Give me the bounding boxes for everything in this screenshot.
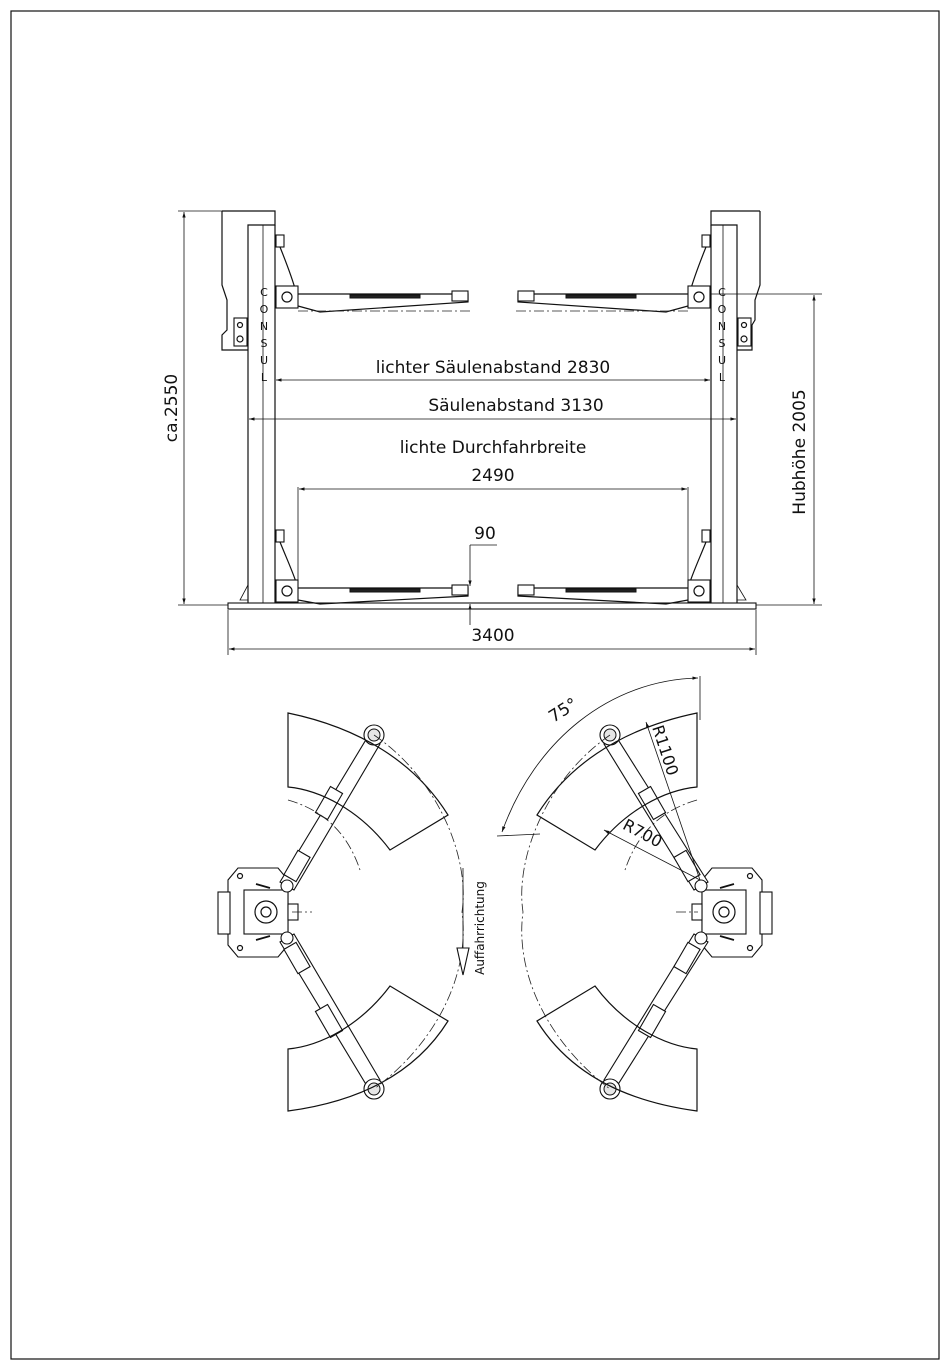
- brand-letter: C: [718, 286, 726, 299]
- brand-letter: L: [261, 371, 268, 384]
- brand-letter: L: [719, 371, 726, 384]
- dimension-label: 90: [474, 524, 496, 544]
- left-arm-lower: [280, 932, 384, 1099]
- page-frame: [11, 11, 939, 1359]
- base-plate: [228, 603, 756, 609]
- dimension-arm-offset: 90: [470, 524, 497, 625]
- swing-arc-right: [522, 735, 610, 1089]
- brand-letter: O: [718, 303, 727, 316]
- brand-letter: C: [260, 286, 268, 299]
- dimension-label: Säulenabstand 3130: [428, 396, 603, 416]
- dimension-column-distance: Säulenabstand 3130: [249, 396, 736, 419]
- brand-letter: S: [719, 337, 726, 350]
- dimension-label: Hubhöhe 2005: [790, 389, 810, 514]
- dimension-label: ca.2550: [162, 374, 182, 442]
- angle-label: 75°: [545, 694, 581, 727]
- dimension-label: lichter Säulenabstand 2830: [376, 358, 610, 378]
- dimension-total-height: ca.2550: [162, 211, 228, 605]
- arm-lower-right: [518, 580, 710, 604]
- right-arm-upper: [600, 725, 708, 892]
- plan-view: 75° R1100 R700 Auffahrrichtung: [218, 676, 772, 1111]
- right-arm-lower: [600, 932, 708, 1099]
- dimension-value: 2490: [471, 466, 514, 486]
- elevation-view: C O N S U L C O N S U L lichter Säulenab…: [162, 211, 822, 655]
- drive-direction-indicator: Auffahrrichtung: [457, 868, 487, 975]
- left-column: [222, 211, 296, 603]
- dimension-label: lichte Durchfahrbreite: [400, 438, 587, 458]
- drive-direction-label: Auffahrrichtung: [473, 881, 487, 975]
- brand-letter: U: [260, 354, 268, 367]
- brand-letter: N: [260, 320, 268, 333]
- radius-label: R1100: [648, 723, 682, 778]
- brand-letter: U: [718, 354, 726, 367]
- brand-letter: O: [260, 303, 269, 316]
- arm-upper-right: [516, 286, 710, 312]
- dimension-label: 3400: [471, 626, 514, 646]
- dimension-clear-column-distance: lichter Säulenabstand 2830: [276, 358, 710, 380]
- brand-letter: N: [718, 320, 726, 333]
- dimension-base-width: 3400: [228, 610, 756, 655]
- brand-letter: S: [261, 337, 268, 350]
- dimension-clear-drive-width: lichte Durchfahrbreite 2490: [298, 438, 688, 585]
- right-column: [690, 211, 760, 603]
- swing-arc-left: [374, 735, 463, 1089]
- arm-upper-left: [276, 286, 470, 312]
- arm-lower-left: [276, 580, 468, 604]
- brand-letters-right: C O N S U L: [718, 286, 727, 384]
- left-arm-upper: [280, 725, 384, 892]
- dimension-lift-height: Hubhöhe 2005: [711, 294, 822, 605]
- brand-letters-left: C O N S U L: [260, 286, 269, 384]
